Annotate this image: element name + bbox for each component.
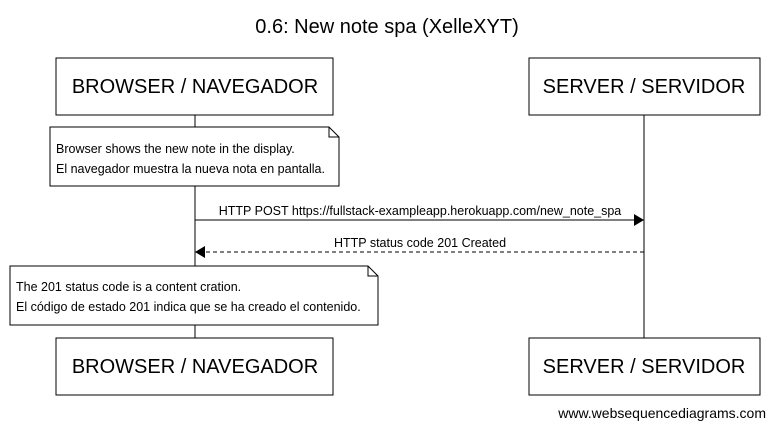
- browser-participant-label: BROWSER / NAVEGADOR: [72, 356, 318, 378]
- server-participant-top: SERVER / SERVIDOR: [528, 57, 761, 116]
- note-browser-display: Browser shows the new note in the displa…: [49, 126, 340, 187]
- browser-participant-bottom: BROWSER / NAVEGADOR: [55, 337, 334, 396]
- browser-participant-top: BROWSER / NAVEGADOR: [55, 57, 334, 116]
- note-status-code: The 201 status code is a content cration…: [9, 265, 379, 326]
- server-participant-label: SERVER / SERVIDOR: [543, 76, 746, 98]
- credit-link[interactable]: www.websequencediagrams.com: [557, 405, 766, 421]
- note-text-line: The 201 status code is a content cration…: [16, 280, 241, 294]
- message-http-post: HTTP POST https://fullstack-exampleapp.h…: [195, 204, 644, 226]
- note-text-line: El código de estado 201 indica que se ha…: [16, 300, 361, 314]
- diagram-title: 0.6: New note spa (XelleXYT): [255, 16, 518, 38]
- message-label: HTTP POST https://fullstack-exampleapp.h…: [219, 204, 622, 218]
- message-label: HTTP status code 201 Created: [334, 236, 506, 250]
- message-status-201: HTTP status code 201 Created: [195, 236, 644, 258]
- note-text-line: Browser shows the new note in the displa…: [56, 142, 295, 156]
- server-participant-label: SERVER / SERVIDOR: [543, 356, 746, 378]
- browser-participant-label: BROWSER / NAVEGADOR: [72, 76, 318, 98]
- server-participant-bottom: SERVER / SERVIDOR: [528, 337, 761, 396]
- note-text-line: El navegador muestra la nueva nota en pa…: [56, 162, 325, 176]
